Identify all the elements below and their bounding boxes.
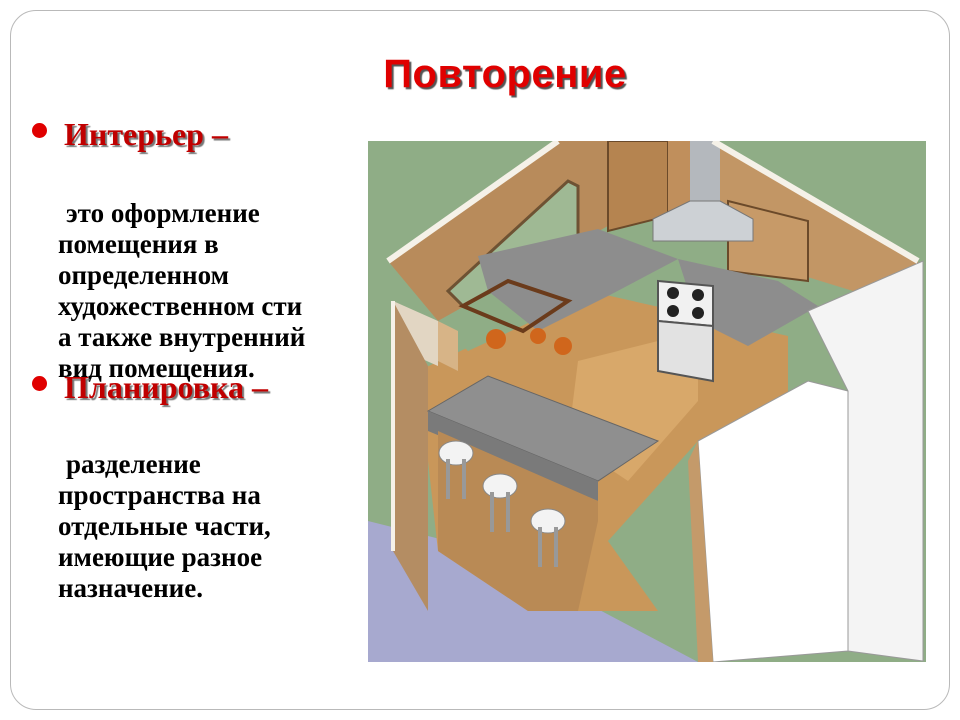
- definition-line: имеющие разное: [58, 542, 263, 572]
- definition-line: а также внутренний: [58, 322, 306, 352]
- definition-line: вид помещения.: [58, 353, 255, 383]
- bullet-dot-2: [32, 376, 47, 391]
- slide-title: Повторение: [383, 52, 627, 96]
- bullet-dot-1: [32, 123, 47, 138]
- definition-line: помещения в: [58, 229, 219, 259]
- kitchen-floorplan-3d-icon: [368, 141, 926, 662]
- term-interior: Интерьер –: [64, 116, 228, 152]
- definition-line: определенном: [58, 260, 229, 290]
- definition-line: назначение.: [58, 573, 203, 603]
- kitchen-floorplan-illustration: [368, 141, 926, 662]
- definition-line: художественном сти: [58, 291, 303, 321]
- definition-line: отдельные части,: [58, 511, 271, 541]
- definition-line: пространства на: [58, 480, 261, 510]
- definition-line: разделение: [66, 449, 201, 479]
- definition-line: это оформление: [66, 198, 260, 228]
- term-layout: Планировка –: [64, 369, 268, 405]
